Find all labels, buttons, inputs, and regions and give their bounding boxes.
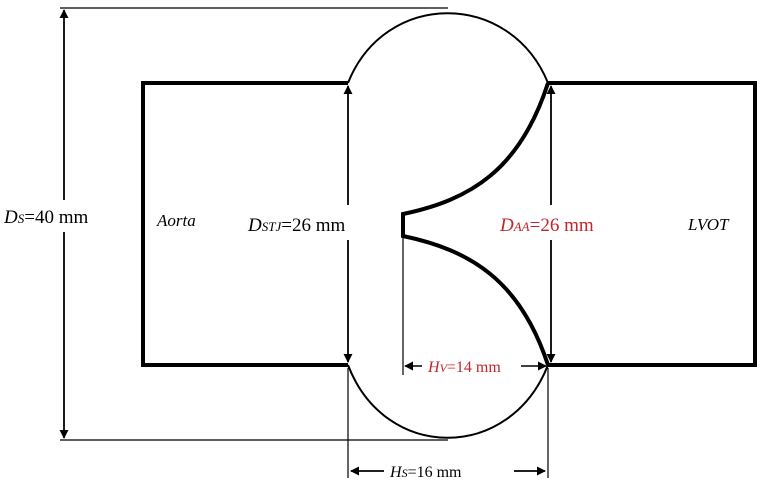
hs-label: HS=16 mm	[389, 464, 462, 481]
valve-leaflet	[401, 82, 550, 366]
aorta-label: Aorta	[156, 211, 196, 230]
aorta-wall	[141, 81, 348, 367]
hv-label: HV=14 mm	[427, 359, 501, 376]
sinus-top-curve	[347, 12, 549, 84]
daa-label: DAA=26 mm	[499, 215, 594, 236]
dstj-label: DSTJ=26 mm	[247, 215, 345, 236]
lvot-wall	[548, 81, 757, 367]
sinus-bottom-curve	[347, 364, 549, 439]
lvot-label: LVOT	[687, 215, 730, 234]
ds-label: DS=40 mm	[3, 207, 88, 228]
